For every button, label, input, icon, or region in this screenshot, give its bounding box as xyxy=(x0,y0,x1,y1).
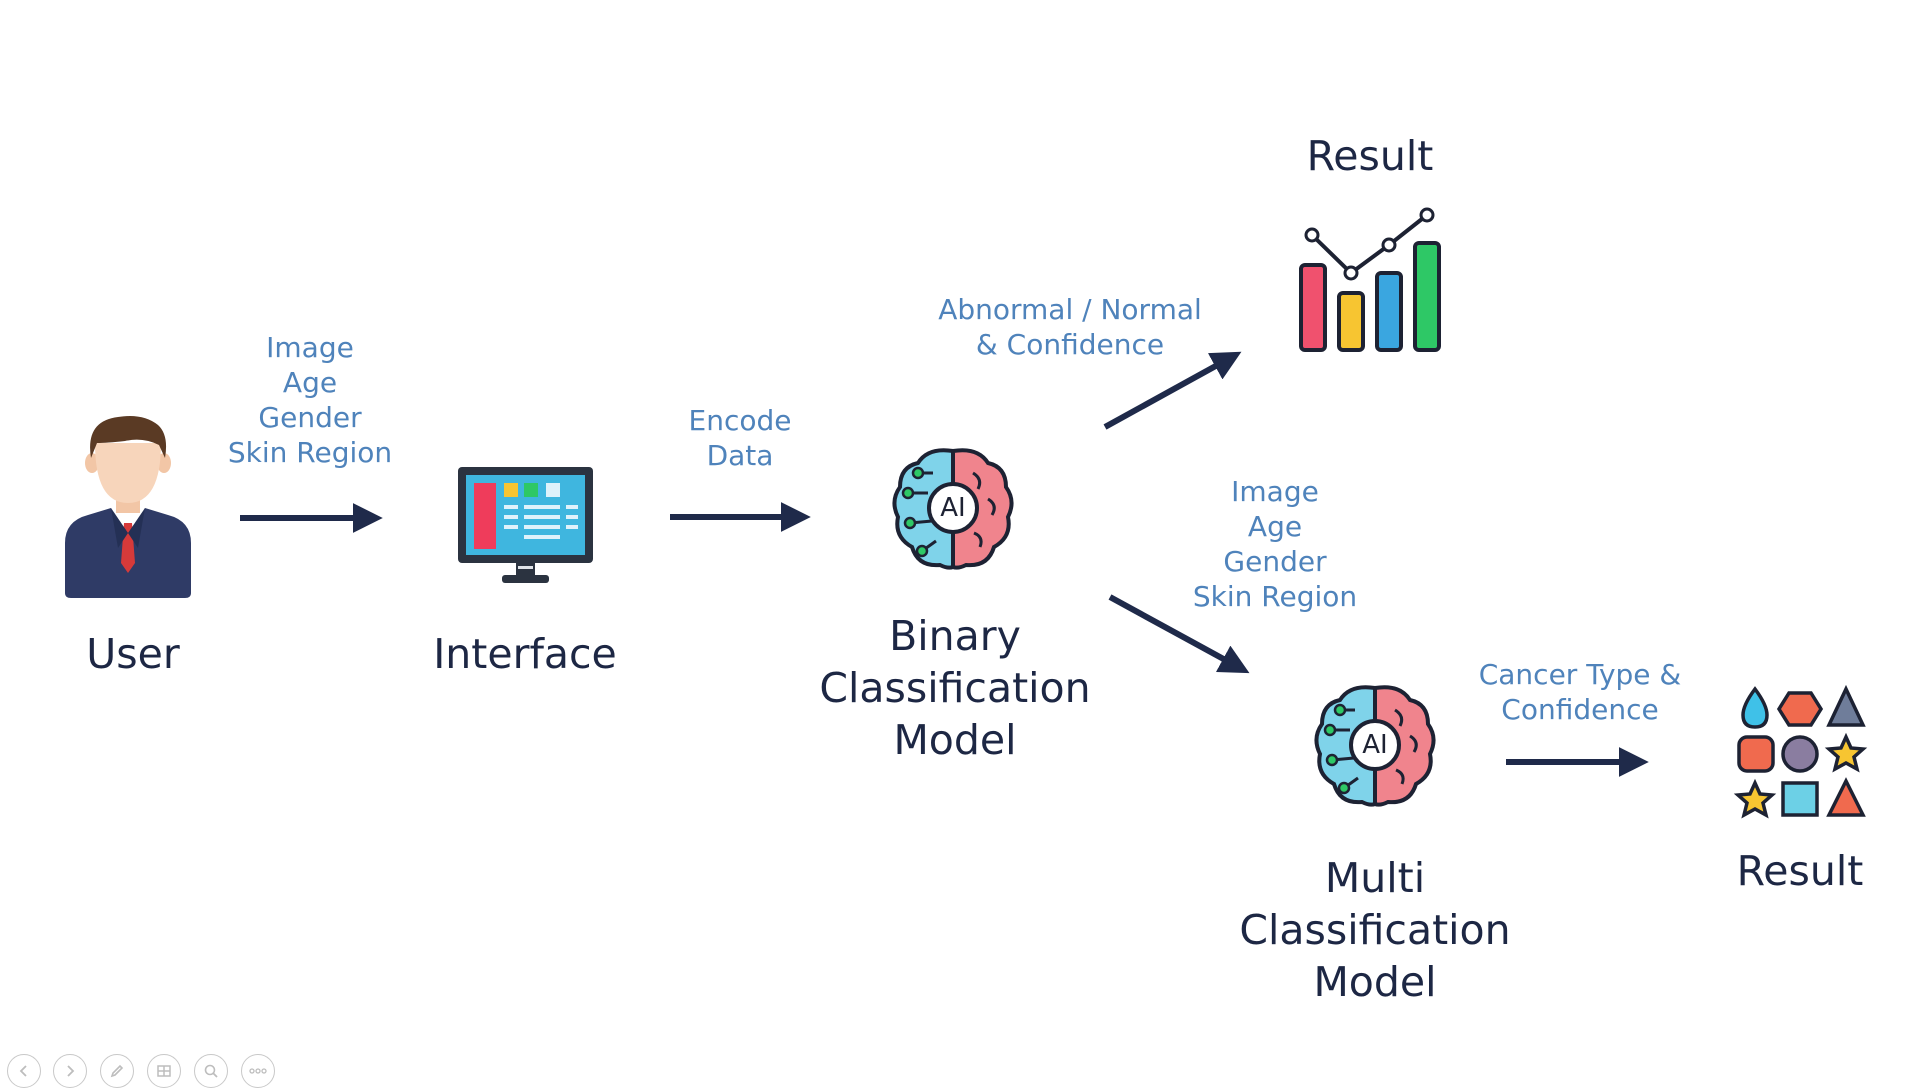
prev-icon xyxy=(19,1065,27,1077)
edge-label-line: Image xyxy=(266,331,354,364)
slides-icon xyxy=(157,1065,171,1077)
edge-label-line: Data xyxy=(706,439,774,472)
edge-label-line: Image xyxy=(1231,475,1319,508)
see-all-slides-button[interactable] xyxy=(147,1054,181,1088)
multi-model-line-1: Multi xyxy=(1324,854,1426,902)
monitor-icon xyxy=(458,467,593,583)
edge-label-multi-to-result: Cancer Type & Confidence xyxy=(1450,657,1710,727)
more-icon xyxy=(249,1068,267,1074)
pen-icon xyxy=(110,1064,124,1078)
binary-ai-badge: AI xyxy=(940,493,966,523)
shapes-icon xyxy=(1733,684,1868,819)
arrow-binary-to-result xyxy=(1103,351,1242,430)
edge-label-line: Age xyxy=(282,366,338,399)
user-icon xyxy=(65,416,191,598)
edge-label-line: Cancer Type & xyxy=(1478,658,1682,691)
arrow-binary-to-multi xyxy=(1108,594,1250,674)
next-icon xyxy=(67,1065,75,1077)
interface-label: Interface xyxy=(433,630,617,678)
binary-model-line-2: Classification xyxy=(819,664,1091,712)
edge-label-line: Skin Region xyxy=(1192,580,1358,613)
edge-label-line: Gender xyxy=(1223,545,1327,578)
more-options-button[interactable] xyxy=(241,1054,275,1088)
edge-label-line: Abnormal / Normal xyxy=(938,293,1202,326)
multi-model-label: Multi Classification Model xyxy=(1220,852,1530,1008)
ai-brain-icon xyxy=(892,448,1014,570)
edge-label-line: Age xyxy=(1247,510,1303,543)
prev-slide-button[interactable] xyxy=(7,1054,41,1088)
multi-model-line-3: Model xyxy=(1313,958,1437,1006)
binary-model-label: Binary Classification Model xyxy=(800,610,1110,766)
edge-label-line: & Confidence xyxy=(975,328,1165,361)
edge-label-user-to-interface: Image Age Gender Skin Region xyxy=(210,330,410,470)
ai-brain-icon xyxy=(1314,685,1436,807)
edge-label-line: Encode xyxy=(688,404,792,437)
bar-chart-icon xyxy=(1299,207,1441,352)
next-slide-button[interactable] xyxy=(53,1054,87,1088)
zoom-icon xyxy=(204,1064,218,1078)
binary-model-line-3: Model xyxy=(893,716,1017,764)
zoom-button[interactable] xyxy=(194,1054,228,1088)
edge-label-binary-to-result: Abnormal / Normal & Confidence xyxy=(920,292,1220,362)
edge-label-line: Gender xyxy=(258,401,362,434)
edge-label-line: Confidence xyxy=(1501,693,1659,726)
binary-model-line-1: Binary xyxy=(889,612,1021,660)
result-top-label: Result xyxy=(1306,132,1434,180)
edge-label-line: Skin Region xyxy=(227,436,393,469)
edge-label-binary-to-multi: Image Age Gender Skin Region xyxy=(1170,474,1380,614)
result-bottom-label: Result xyxy=(1736,847,1864,895)
pen-tool-button[interactable] xyxy=(100,1054,134,1088)
multi-ai-badge: AI xyxy=(1362,730,1388,760)
edge-label-interface-to-binary: Encode Data xyxy=(640,403,840,473)
multi-model-line-2: Classification xyxy=(1239,906,1511,954)
user-label: User xyxy=(86,630,180,678)
